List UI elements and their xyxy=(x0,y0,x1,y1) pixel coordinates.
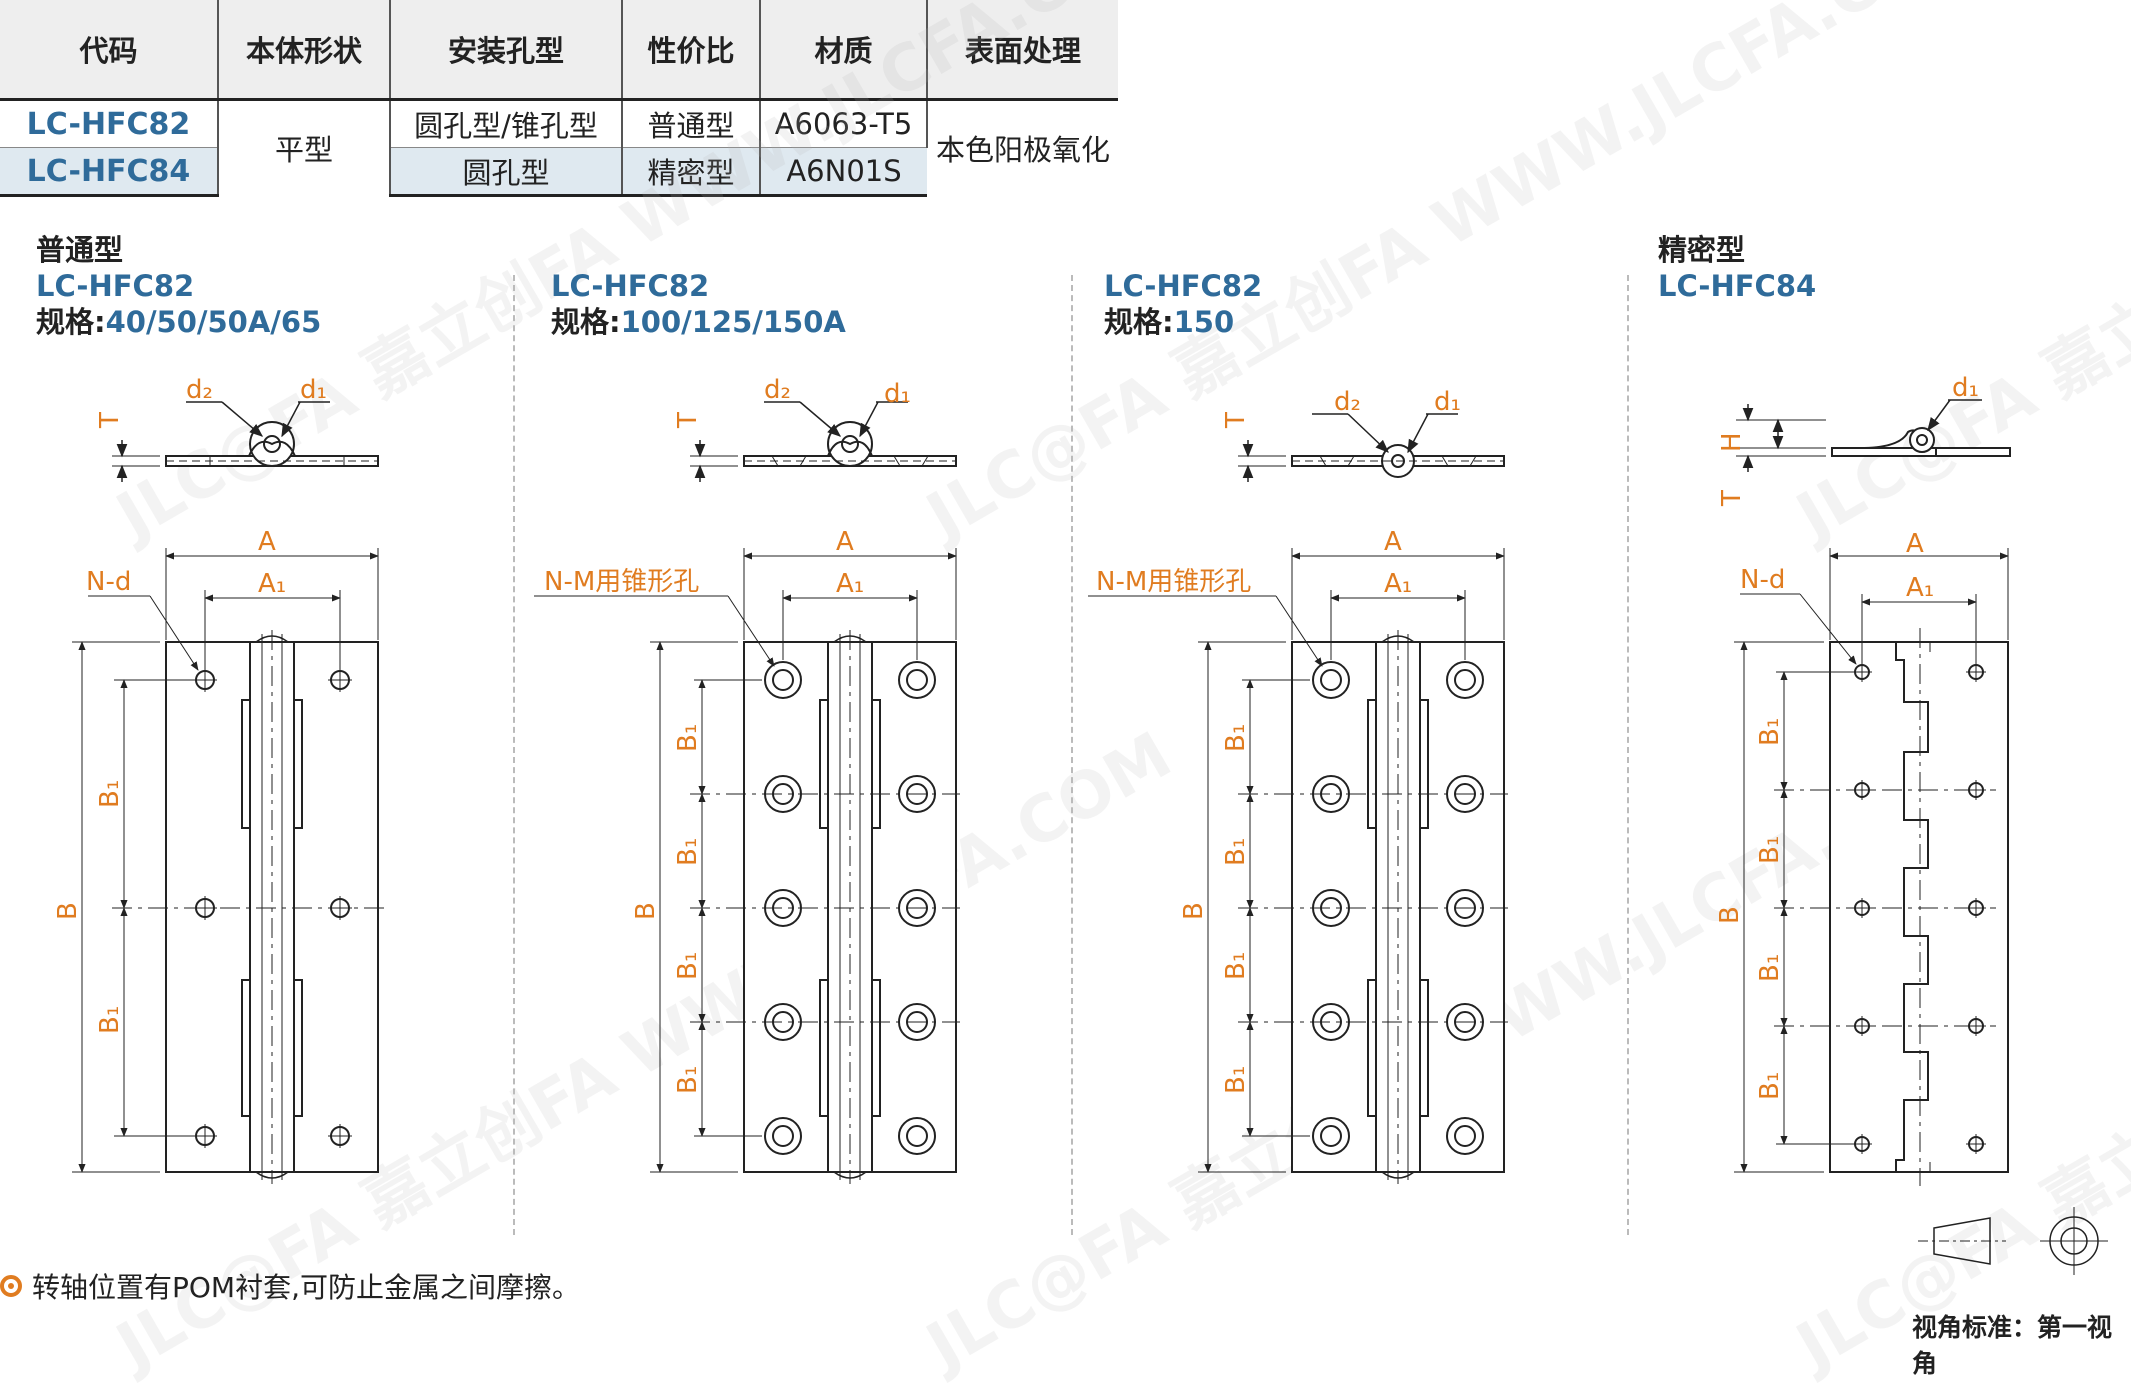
panel-type: 普通型 xyxy=(36,233,124,267)
panel-code: LC-HFC82 xyxy=(551,269,710,303)
spec-label: 规格: xyxy=(1104,305,1174,339)
dim-B1: B₁ xyxy=(673,1066,703,1094)
table-row: LC-HFC84 圆孔型 精密型 A6N01S xyxy=(0,147,1118,197)
view-standard: 视角标准：第一视角 xyxy=(1912,1313,2113,1378)
dim-B1: B₁ xyxy=(95,780,125,808)
note-text: 转轴位置有POM衬套,可防止金属之间摩擦。 xyxy=(32,1271,580,1304)
row-material: A6063-T5 xyxy=(760,99,928,148)
dim-B1: B₁ xyxy=(1221,724,1251,752)
dim-B1: B₁ xyxy=(673,724,703,752)
dim-B: B xyxy=(1715,906,1745,924)
dim-B1: B₁ xyxy=(1755,954,1785,982)
panel-spec: 100/125/150A xyxy=(620,305,846,339)
dim-d1: d₁ xyxy=(300,375,327,405)
panel-separator xyxy=(513,275,515,1235)
dim-A1: A₁ xyxy=(836,569,864,599)
header-shape: 本体形状 xyxy=(218,0,391,100)
pom-note: 转轴位置有POM衬套,可防止金属之间摩擦。 xyxy=(0,1266,580,1306)
dim-T: T xyxy=(1717,490,1747,507)
front-view-3 xyxy=(1088,548,1508,1184)
side-view-4 xyxy=(1736,399,2011,472)
dim-A: A xyxy=(1906,529,1924,559)
panel-spec: 40/50/50A/65 xyxy=(105,305,322,339)
dim-A1: A₁ xyxy=(1384,569,1412,599)
panel-code: LC-HFC82 xyxy=(36,269,195,303)
dim-d2: d₂ xyxy=(1334,387,1361,417)
table-row: LC-HFC82 平型 圆孔型/锥孔型 普通型 A6063-T5 本色阳极氧化 xyxy=(0,99,1118,196)
dim-d1: d₁ xyxy=(884,379,911,409)
dim-B1: B₁ xyxy=(1221,952,1251,980)
dim-d2: d₂ xyxy=(764,375,791,405)
shape-cell: 平型 xyxy=(218,99,391,196)
panel-header-2: LC-HFC82 规格:100/125/150A xyxy=(551,268,846,340)
surface-cell: 本色阳极氧化 xyxy=(927,99,1118,196)
dim-d1: d₁ xyxy=(1952,373,1979,403)
dim-B1: B₁ xyxy=(95,1006,125,1034)
panel-separator xyxy=(1627,275,1629,1235)
side-view-3 xyxy=(1238,413,1505,482)
front-view-2 xyxy=(534,548,960,1184)
side-view-1 xyxy=(112,401,379,482)
panel-code: LC-HFC84 xyxy=(1658,269,1817,303)
header-material: 材质 xyxy=(760,0,928,100)
spec-table: 代码 本体形状 安装孔型 性价比 材质 表面处理 LC-HFC82 平型 圆孔型… xyxy=(0,0,1118,197)
hole-label: N-M用锥形孔 xyxy=(1096,567,1251,597)
dim-B1: B₁ xyxy=(1755,1072,1785,1100)
bullet-icon xyxy=(0,1275,22,1297)
dim-B1: B₁ xyxy=(1755,836,1785,864)
dim-T: T xyxy=(673,412,703,429)
spec-label: 规格: xyxy=(36,305,106,339)
row-material: A6N01S xyxy=(760,147,927,197)
dim-A: A xyxy=(258,527,276,557)
header-hole: 安装孔型 xyxy=(390,0,623,100)
dim-B: B xyxy=(53,902,83,920)
dim-B: B xyxy=(1179,902,1209,920)
hole-label: N-d xyxy=(86,567,131,597)
row-code: LC-HFC82 xyxy=(0,99,219,148)
panel-header-3: LC-HFC82 规格:150 xyxy=(1104,268,1262,340)
panel-separator xyxy=(1071,275,1073,1235)
header-value: 性价比 xyxy=(622,0,761,100)
header-surface: 表面处理 xyxy=(927,0,1118,100)
row-value: 精密型 xyxy=(622,147,761,197)
header-code: 代码 xyxy=(0,0,219,100)
dim-B1: B₁ xyxy=(673,952,703,980)
dim-d2: d₂ xyxy=(186,375,213,405)
dim-B1: B₁ xyxy=(673,838,703,866)
row-hole: 圆孔型/锥孔型 xyxy=(390,99,623,148)
technical-drawings: d₂ d₁ T A A₁ N-d B B₁ B₁ d₂ d₁ T A A₁ N-… xyxy=(53,373,2108,1275)
dim-H: H xyxy=(1717,432,1747,452)
dim-A: A xyxy=(1384,527,1402,557)
dim-T: T xyxy=(95,412,125,429)
panel-header-4: 精密型 LC-HFC84 xyxy=(1658,232,1816,304)
panel-code: LC-HFC82 xyxy=(1104,269,1263,303)
first-angle-projection-icon xyxy=(1918,1207,2108,1275)
dim-A: A xyxy=(836,527,854,557)
side-view-2 xyxy=(690,401,957,482)
dim-A1: A₁ xyxy=(1906,573,1934,603)
row-hole: 圆孔型 xyxy=(390,147,623,197)
dim-B1: B₁ xyxy=(1221,838,1251,866)
spec-label: 规格: xyxy=(551,305,621,339)
hole-label: N-M用锥形孔 xyxy=(544,567,699,597)
dim-B: B xyxy=(631,902,661,920)
panel-spec: 150 xyxy=(1173,305,1235,339)
dim-B1: B₁ xyxy=(1221,1066,1251,1094)
table-header-row: 代码 本体形状 安装孔型 性价比 材质 表面处理 xyxy=(0,0,1118,100)
front-view-1 xyxy=(72,548,385,1184)
front-view-4 xyxy=(1734,548,2009,1186)
panel-type: 精密型 xyxy=(1658,233,1746,267)
dim-T: T xyxy=(1221,412,1251,429)
dim-A1: A₁ xyxy=(258,569,286,599)
panel-header-1: 普通型 LC-HFC82 规格:40/50/50A/65 xyxy=(36,232,321,340)
row-value: 普通型 xyxy=(622,99,761,148)
hole-label: N-d xyxy=(1740,565,1785,595)
dim-B1: B₁ xyxy=(1755,718,1785,746)
dim-d1: d₁ xyxy=(1434,387,1461,417)
row-code: LC-HFC84 xyxy=(0,147,219,197)
